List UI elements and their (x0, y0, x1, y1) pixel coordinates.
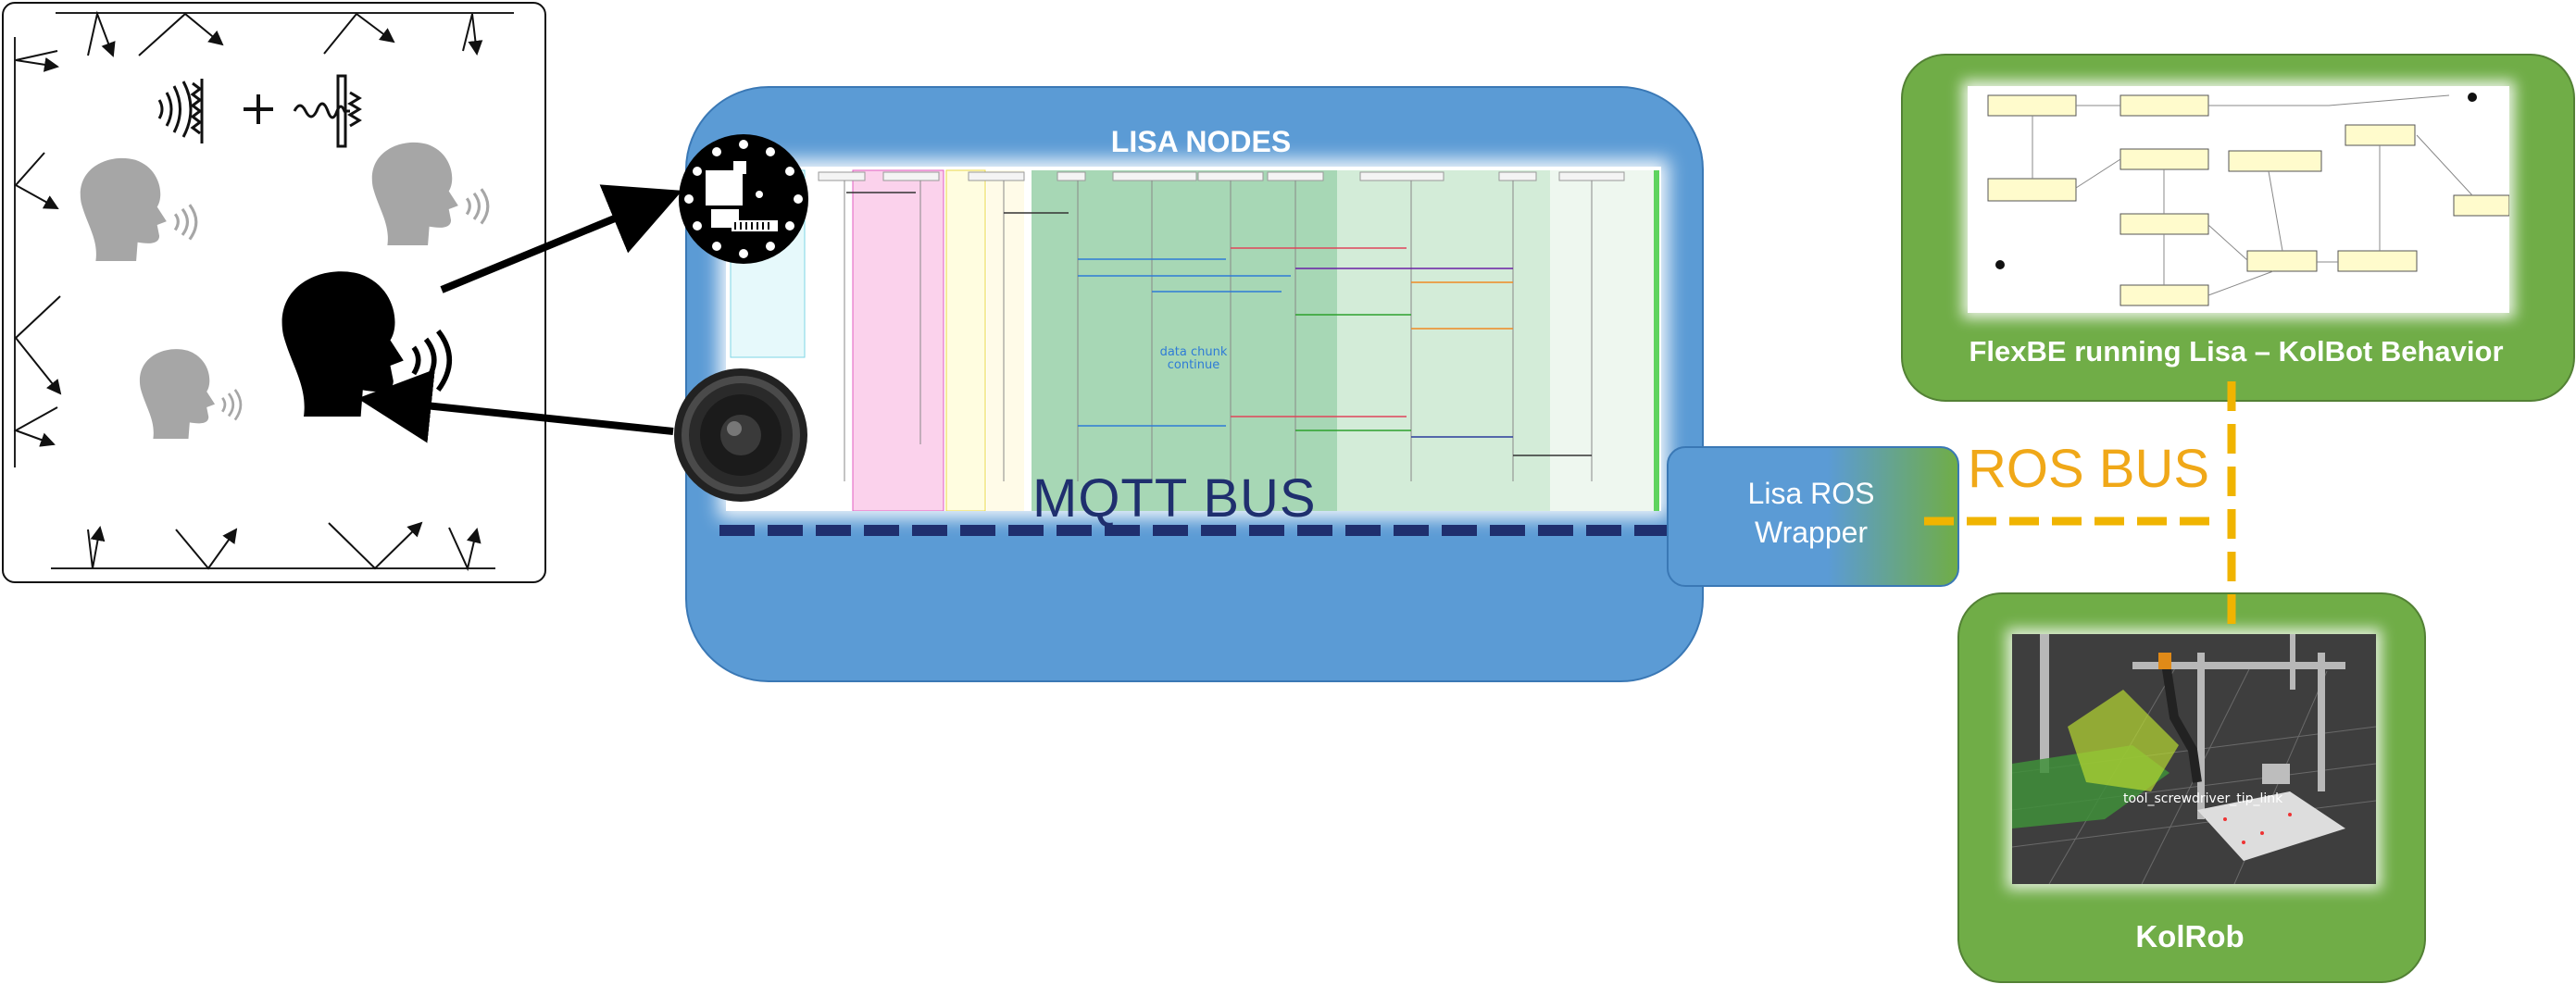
ros-bus-label: ROS BUS (1968, 439, 2210, 499)
speaker-icon (674, 368, 807, 502)
flexbe-panel-label: FlexBE running Lisa – KolBot Behavior (1969, 335, 2504, 367)
lisa-nodes-title: LISA NODES (1110, 125, 1292, 158)
mqtt-bus-line (719, 525, 1676, 536)
microphone-array-icon (679, 134, 808, 264)
head-speaking-gray-icon (80, 157, 198, 261)
svg-text:data chunk: data chunk (1160, 345, 1228, 359)
head-speaking-gray-icon (139, 349, 243, 439)
kolrob-panel-label: KolRob (2135, 919, 2245, 953)
head-speaking-gray-icon (371, 142, 490, 245)
flexbe-state-machine-image (1968, 86, 2510, 313)
kolrob-robot-scene-image: tool_screwdriver_tip_link (2011, 634, 2377, 885)
svg-text:continue: continue (1168, 358, 1220, 372)
plus-sign (244, 94, 273, 124)
mqtt-bus-label: MQTT BUS (1032, 468, 1317, 529)
flexbe-behavior-screenshot (1968, 86, 2510, 313)
acoustic-room-drawing (13, 10, 514, 572)
lisa-ros-wrapper-box (1667, 446, 1959, 587)
kolrob-rviz-screenshot: tool_screwdriver_tip_link (2011, 634, 2377, 885)
reverb-icon (293, 74, 362, 148)
lisa-ros-wrapper-line2: Wrapper (1754, 516, 1869, 549)
reflection-arrows-left (13, 50, 62, 447)
sequence-diagram-image: data chunk continue (726, 167, 1661, 512)
reflection-arrows-top (87, 10, 483, 57)
head-speaking-icon (281, 271, 452, 417)
svg-text:tool_screwdriver_tip_link: tool_screwdriver_tip_link (2123, 791, 2283, 806)
lisa-ros-wrapper-line1: Lisa ROS (1747, 477, 1875, 510)
sequence-diagram-screenshot: data chunk continue (726, 167, 1661, 512)
reflection-arrows-bottom (87, 521, 481, 572)
sound-wave-icon (157, 79, 204, 143)
lisa-ros-wrapper-label: Lisa ROS Wrapper (1667, 474, 1956, 552)
